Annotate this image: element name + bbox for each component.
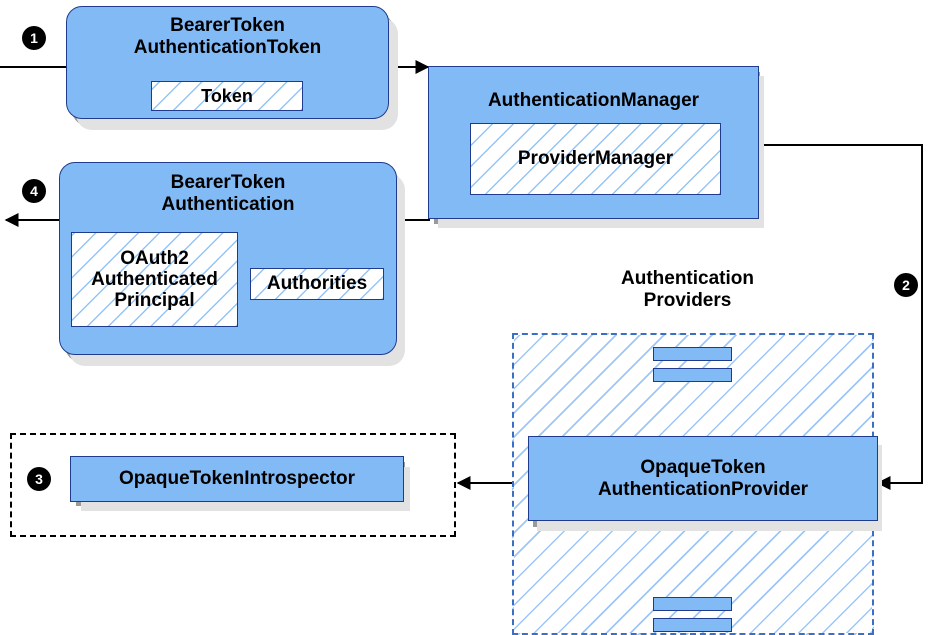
panel-provider-manager: ProviderManager [470,123,721,195]
badge-step-3: 3 [28,468,50,490]
group-opaque-token-introspector [10,433,456,537]
panel-token-label: Token [201,85,253,106]
provider-stack-bar-top-2 [653,368,732,382]
node-opaque-token-introspector[interactable]: OpaqueTokenIntrospector [70,456,404,502]
node-opaque-token-introspector-label: OpaqueTokenIntrospector [118,468,356,490]
badge-step-4-label: 4 [30,183,38,199]
panel-authorities-label: Authorities [266,273,368,295]
node-bearer-token-authentication-token[interactable]: BearerToken AuthenticationToken Token [66,6,389,119]
node-authentication-manager-label: AuthenticationManager [487,90,700,111]
panel-oauth2-authenticated-principal-label: OAuth2 Authenticated Principal [91,247,218,312]
badge-step-2: 2 [895,274,917,296]
node-opaque-token-authentication-provider-label: OpaqueToken AuthenticationProvider [597,456,809,500]
node-authentication-manager[interactable]: AuthenticationManager ProviderManager [428,66,759,219]
panel-authorities: Authorities [250,268,384,300]
badge-step-2-label: 2 [902,277,910,293]
panel-oauth2-authenticated-principal: OAuth2 Authenticated Principal [71,232,238,327]
badge-step-4: 4 [23,180,45,202]
provider-stack-bar-bottom-1 [653,597,732,611]
provider-stack-bar-bottom-2 [653,618,732,632]
provider-stack-bar-top-1 [653,347,732,361]
node-opaque-token-authentication-provider[interactable]: OpaqueToken AuthenticationProvider [528,436,878,521]
badge-step-1-label: 1 [30,30,38,46]
badge-step-3-label: 3 [35,471,43,487]
node-bearer-token-authentication[interactable]: BearerToken Authentication OAuth2 Authen… [59,162,397,355]
panel-provider-manager-label: ProviderManager [517,148,674,170]
badge-step-1: 1 [23,27,45,49]
node-bearer-token-authentication-token-label: BearerToken AuthenticationToken [133,15,322,58]
group-title-authentication-providers: Authentication Providers [621,268,754,312]
panel-token: Token [151,81,303,111]
node-bearer-token-authentication-label: BearerToken Authentication [161,172,295,215]
